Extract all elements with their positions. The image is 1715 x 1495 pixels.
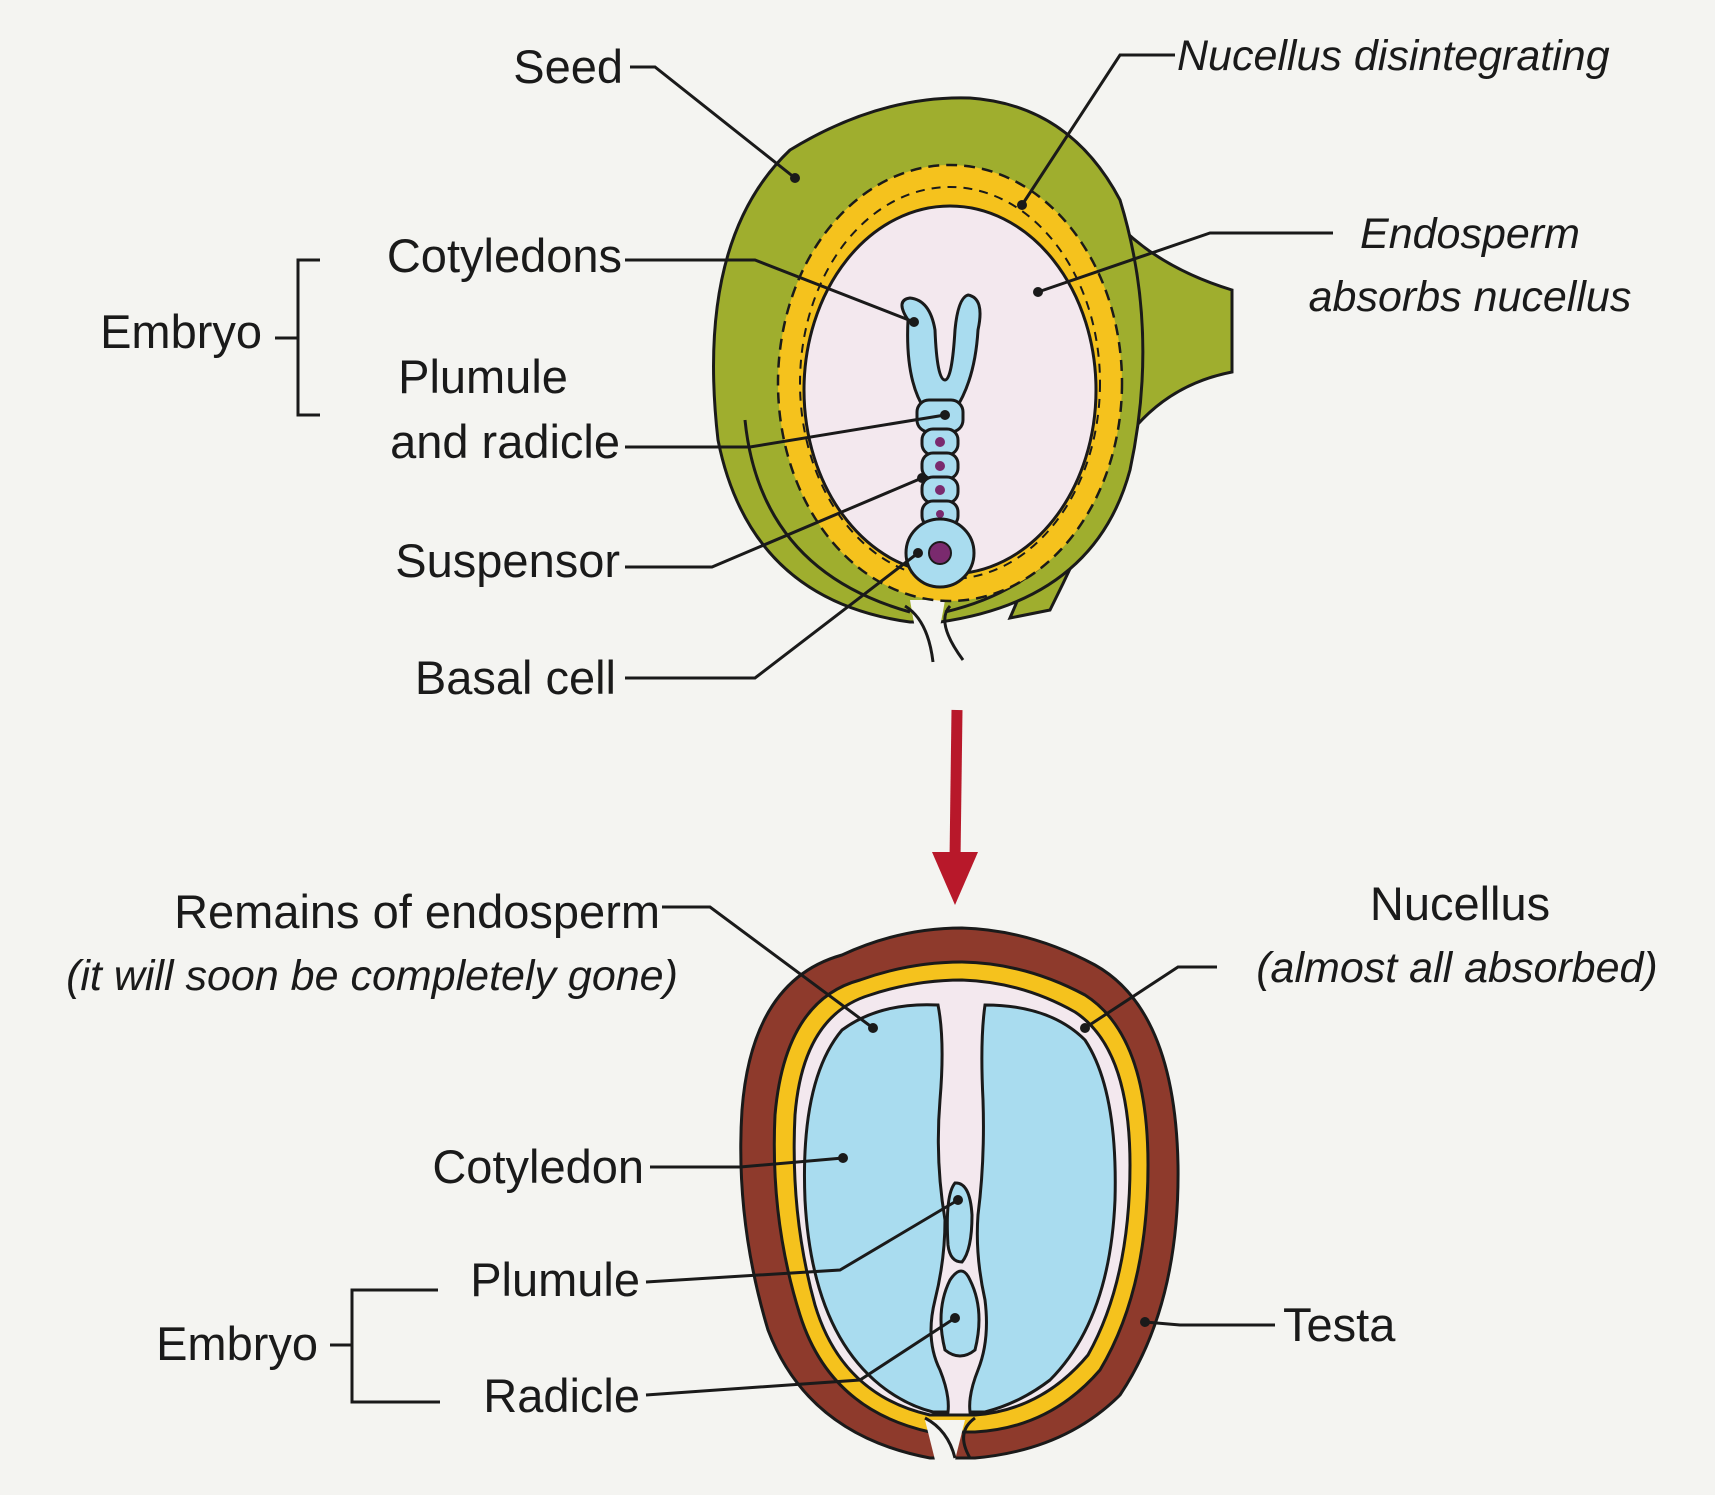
label-embryo-top: Embryo	[100, 305, 262, 358]
plumule	[945, 1181, 974, 1264]
cotyledon-left	[803, 1003, 950, 1414]
cotyledon-right	[968, 1003, 1117, 1414]
integument-line-left	[743, 419, 911, 614]
label-absorbs-nucellus: absorbs nucellus	[1309, 273, 1632, 321]
label-and-radicle: and radicle	[390, 415, 620, 468]
bottom-leaders	[330, 905, 1275, 1404]
label-plumule-bottom: Plumule	[470, 1253, 640, 1306]
nucellus-outer-dashed	[776, 163, 1124, 603]
label-plumule: Plumule	[398, 350, 568, 403]
development-arrow	[932, 709, 978, 905]
label-seed: Seed	[513, 40, 623, 93]
label-remains-note: (it will soon be completely gone)	[66, 952, 678, 1000]
basal-cell-nucleus	[928, 541, 952, 565]
mature-seed	[739, 926, 1180, 1460]
label-cotyledon: Cotyledon	[432, 1140, 644, 1193]
label-basal-cell: Basal cell	[415, 651, 616, 704]
label-endosperm: Endosperm	[1360, 210, 1580, 258]
label-nucellus: Nucellus	[1370, 877, 1550, 930]
top-leaders	[275, 53, 1333, 680]
label-radicle: Radicle	[483, 1369, 640, 1422]
label-suspensor: Suspensor	[395, 534, 620, 587]
label-remains-of-endosperm: Remains of endosperm	[174, 885, 660, 938]
radicle	[939, 1269, 981, 1358]
young-seed	[712, 96, 1234, 665]
label-nucellus-disintegrating: Nucellus disintegrating	[1177, 32, 1610, 80]
label-testa: Testa	[1283, 1298, 1396, 1351]
label-embryo-bottom: Embryo	[156, 1317, 318, 1370]
label-almost-all-absorbed: (almost all absorbed)	[1256, 944, 1658, 992]
label-cotyledons: Cotyledons	[387, 229, 622, 282]
